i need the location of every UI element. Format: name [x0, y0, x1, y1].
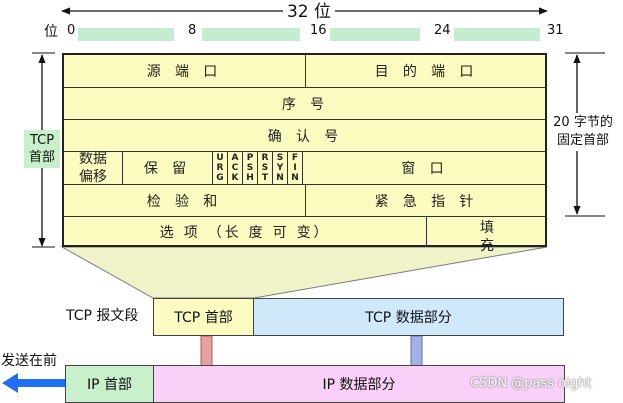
side-right-line2: 固定首部	[556, 133, 609, 148]
bit-16: 16	[310, 23, 327, 38]
padding: 填 充	[427, 217, 547, 254]
tcp-header-side-label: TCP 首部	[24, 130, 60, 168]
width-label: 32 位	[283, 2, 335, 22]
urgent-pointer: 紧 急 指 针	[374, 193, 479, 210]
checksum: 检 验 和	[146, 193, 223, 210]
bit-label: 位	[44, 24, 58, 40]
data-offset-line1: 数据	[79, 151, 107, 167]
window-size: 窗 口	[401, 161, 449, 177]
padding-line1: 填	[480, 220, 494, 236]
bit-24: 24	[434, 23, 451, 38]
data-offset-line2: 偏移	[79, 169, 107, 185]
sequence-number: 序 号	[281, 96, 330, 113]
ip-data-box: IP 数据部分	[153, 365, 565, 403]
bit-bar-2	[202, 28, 300, 41]
bit-bar-1	[78, 28, 174, 41]
side-left-line1: TCP	[29, 133, 55, 148]
send-direction-arrow	[2, 373, 65, 393]
tcp-header-box: TCP 首部	[153, 298, 254, 336]
ack-number: 确 认 号	[267, 128, 344, 145]
header-funnel	[60, 246, 548, 299]
ip-header-box: IP 首部	[65, 365, 154, 403]
bit-31: 31	[547, 23, 564, 38]
bit-0: 0	[67, 23, 76, 38]
data-offset: 数据 偏移	[64, 151, 122, 185]
reserved: 保 留	[143, 161, 192, 177]
options: 选 项 （长 度 可 变）	[159, 225, 331, 241]
side-left-line2: 首部	[28, 150, 55, 165]
source-port: 源 端 口	[146, 64, 223, 80]
padding-line2: 充	[480, 238, 494, 254]
bit-8: 8	[188, 23, 197, 38]
segment-label: TCP 报文段	[66, 308, 139, 324]
fixed-header-side-label: 20 字节的 固定首部	[548, 113, 618, 151]
send-first-label: 发送在前	[1, 353, 57, 369]
watermark: CSDN @pass night	[470, 376, 592, 391]
destination-port: 目 的 端 口	[374, 64, 479, 80]
bit-bar-3	[330, 28, 420, 41]
tcp-data-box: TCP 数据部分	[253, 298, 564, 336]
side-right-line1: 20 字节的	[553, 115, 613, 130]
bit-bar-4	[454, 28, 540, 41]
